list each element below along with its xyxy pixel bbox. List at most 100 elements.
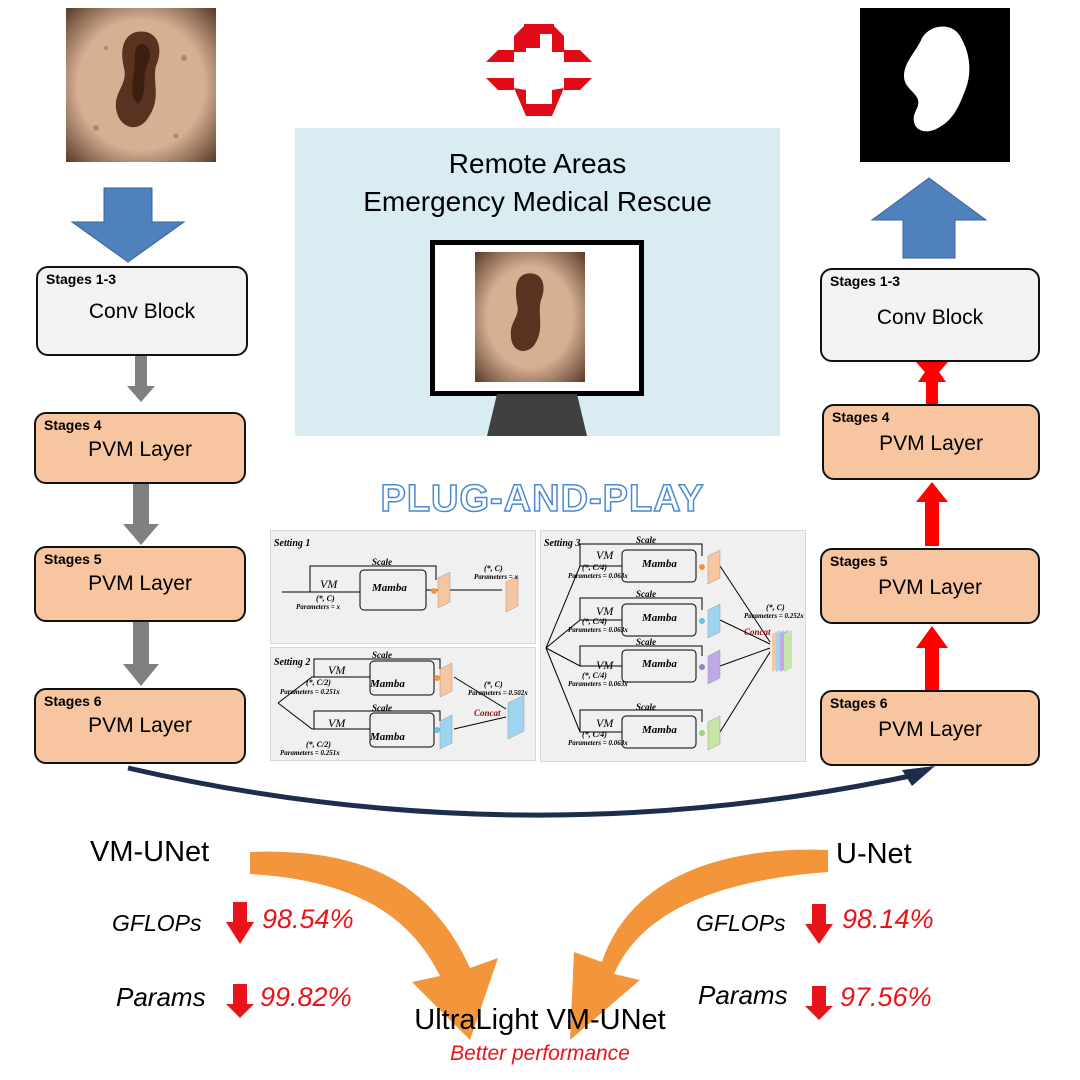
remote-rescue-title-line1: Remote Areas [448, 148, 627, 179]
setting-2-diagram [277, 658, 525, 750]
setting-1-mamba: Mamba [372, 582, 407, 594]
decoder-stage-4: Stages 4 PVM Layer [822, 404, 1040, 480]
setting-1-in-dim: (*, C) [316, 594, 335, 603]
right-gflops-label: GFLOPs [696, 910, 786, 936]
encoder-stage-4-label: Stages 4 [44, 417, 102, 433]
dermoscopy-input-image [66, 8, 216, 162]
monitor-stand [487, 394, 587, 436]
decoder-stage-1-3: Stages 1-3 Conv Block [820, 268, 1040, 362]
setting-3-scale-1: Scale [636, 535, 656, 545]
setting-2-title: Setting 2 [274, 657, 311, 668]
setting-3-vm-1: VM [596, 548, 614, 562]
setting-3-mamba-2: Mamba [642, 612, 677, 624]
right-params-value: 97.56% [840, 982, 932, 1012]
setting-1-params-out: Parameters = x [474, 573, 519, 581]
setting-2-scale-bottom: Scale [372, 703, 392, 713]
encoder-stage-4: Stages 4 PVM Layer [34, 412, 246, 484]
decoder-stage-5: Stages 5 PVM Layer [820, 548, 1040, 624]
setting-3-params-1: Parameters = 0.063x [568, 572, 628, 580]
setting-2-dim-bottom: (*, C/2) [306, 740, 331, 749]
plug-and-play-title: PLUG-AND-PLAY [380, 477, 705, 521]
remote-rescue-title-line2: Emergency Medical Rescue [363, 186, 712, 217]
encoder-stage-6: Stages 6 PVM Layer [34, 688, 246, 764]
setting-3-dim-3: (*, C/4) [582, 671, 607, 680]
setting-3-dim-1: (*, C/4) [582, 563, 607, 572]
setting-2-out-dim: (*, C) [484, 680, 503, 689]
setting-2-concat: Concat [474, 708, 501, 718]
setting-2-scale-top: Scale [372, 650, 392, 660]
metric-down-arrows [226, 902, 833, 1020]
decoder-stage-5-text: PVM Layer [878, 576, 982, 599]
monitor-lesion-image [475, 252, 585, 382]
setting-3-vm-2: VM [596, 604, 614, 618]
encoder-gray-arrows [123, 356, 159, 686]
setting-2-vm-bottom: VM [328, 716, 346, 730]
setting-2-dim-top: (*, C/2) [306, 678, 331, 687]
setting-3-scale-2: Scale [636, 589, 656, 599]
decoder-stage-4-label: Stages 4 [832, 409, 890, 425]
setting-3-diagram [545, 543, 792, 751]
result-title: UltraLight VM-UNet [414, 1004, 666, 1036]
encoder-stage-6-label: Stages 6 [44, 693, 102, 709]
setting-3-mamba-1: Mamba [642, 558, 677, 570]
encoder-stage-5-label: Stages 5 [44, 551, 102, 567]
setting-2-params-top: Parameters = 0.251x [280, 688, 340, 696]
decoder-stage-6: Stages 6 PVM Layer [820, 690, 1040, 766]
setting-1-title: Setting 1 [274, 538, 311, 549]
result-subtitle: Better performance [450, 1042, 630, 1065]
encoder-stage-6-text: PVM Layer [88, 714, 192, 737]
setting-3-params-2: Parameters = 0.063x [568, 626, 628, 634]
right-orange-arrow [570, 849, 828, 1040]
skip-connection-curve [127, 765, 911, 818]
setting-3-vm-3: VM [596, 658, 614, 672]
encoder-stage-5-text: PVM Layer [88, 572, 192, 595]
decoder-stage-6-label: Stages 6 [830, 695, 888, 711]
setting-3-out-dim: (*, C) [766, 603, 785, 612]
setting-1-diagram [282, 565, 519, 613]
decoder-red-arrows [916, 362, 948, 690]
decoder-stage-1-3-text: Conv Block [876, 306, 984, 329]
setting-3-dim-4: (*, C/4) [582, 730, 607, 739]
segmentation-output-mask [860, 8, 1010, 162]
left-model-name: VM-UNet [90, 836, 210, 868]
decoder-stage-5-label: Stages 5 [830, 553, 888, 569]
setting-1-params-in: Parameters = x [296, 603, 341, 611]
setting-1-panel [270, 530, 536, 644]
setting-3-mamba-4: Mamba [642, 724, 677, 736]
setting-1-vm: VM [320, 577, 338, 591]
left-gflops-value: 98.54% [262, 904, 354, 934]
right-gflops-value: 98.14% [842, 904, 934, 934]
decoder-stage-4-text: PVM Layer [879, 432, 983, 455]
setting-3-params-out: Parameters = 0.252x [744, 612, 804, 620]
red-cross-logo [486, 24, 592, 116]
encoder-stage-1-3-text: Conv Block [88, 300, 196, 323]
setting-3-concat: Concat [744, 627, 771, 637]
decoder-stage-6-text: PVM Layer [878, 718, 982, 741]
setting-3-params-4: Parameters = 0.063x [568, 739, 628, 747]
setting-2-vm-top: VM [328, 663, 346, 677]
decoder-stage-1-3-label: Stages 1-3 [830, 273, 901, 289]
setting-3-mamba-3: Mamba [642, 658, 677, 670]
encoder-stage-1-3-label: Stages 1-3 [46, 271, 117, 287]
setting-2-mamba-bottom: Mamba [370, 731, 405, 743]
setting-3-title: Setting 3 [544, 538, 581, 549]
output-up-arrow [870, 177, 988, 259]
setting-1-out-dim: (*, C) [484, 564, 503, 573]
input-down-arrow [70, 187, 186, 263]
setting-1-scale: Scale [372, 557, 392, 567]
left-params-value: 99.82% [260, 982, 352, 1012]
left-orange-arrow [250, 851, 498, 1040]
setting-3-vm-4: VM [596, 716, 614, 730]
encoder-stage-5: Stages 5 PVM Layer [34, 546, 246, 622]
right-params-label: Params [698, 980, 788, 1010]
setting-2-params-bottom: Parameters = 0.251x [280, 749, 340, 757]
setting-3-scale-3: Scale [636, 637, 656, 647]
setting-3-params-3: Parameters = 0.063x [568, 680, 628, 688]
setting-3-dim-2: (*, C/4) [582, 617, 607, 626]
encoder-stage-1-3: Stages 1-3 Conv Block [36, 266, 248, 356]
left-gflops-label: GFLOPs [112, 910, 202, 936]
setting-3-scale-4: Scale [636, 702, 656, 712]
setting-2-mamba-top: Mamba [370, 678, 405, 690]
encoder-stage-4-text: PVM Layer [88, 438, 192, 461]
